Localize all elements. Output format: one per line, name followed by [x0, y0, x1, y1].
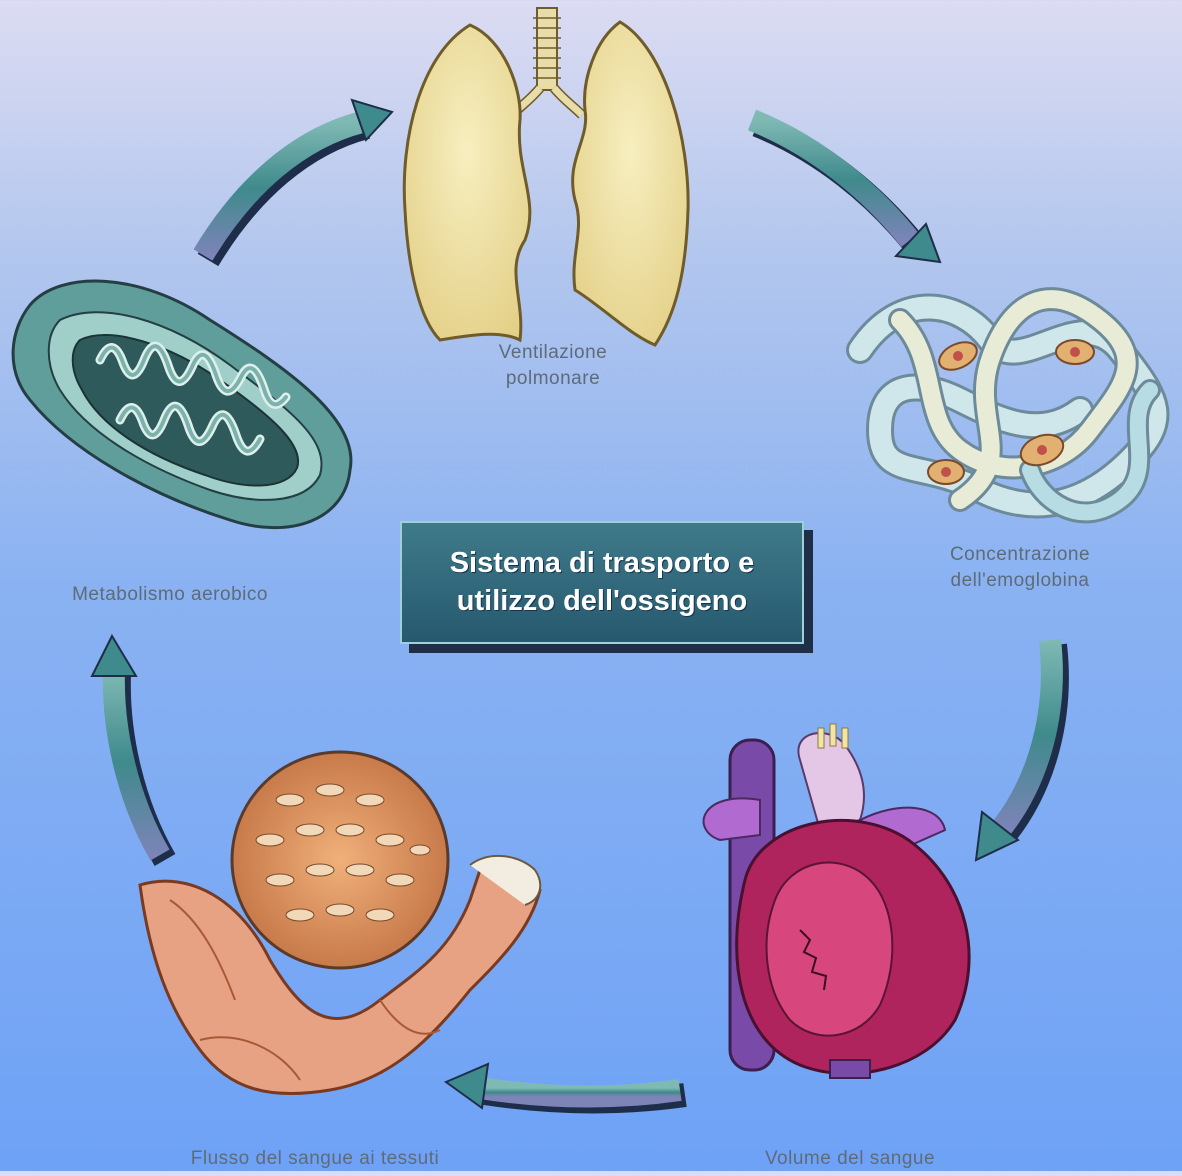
- label-heart: Volume del sangue: [700, 1146, 1000, 1172]
- arrow-hemoglobin-to-heart: [976, 640, 1057, 860]
- arrow-heart-to-muscle: [446, 1064, 685, 1108]
- heart-illustration: [704, 724, 969, 1078]
- label-mitochondrion: Metabolismo aerobico: [40, 582, 300, 608]
- label-muscle: Flusso del sangue ai tessuti: [120, 1146, 510, 1172]
- mitochondrion-illustration: [13, 281, 351, 528]
- label-lungs: Ventilazione polmonare: [455, 340, 651, 391]
- title-box: Sistema di trasporto e utilizzo dell'oss…: [400, 521, 804, 644]
- arrow-lungs-to-hemoglobin: [752, 120, 940, 262]
- label-hemoglobin: Concentrazione dell'emoglobina: [910, 542, 1130, 593]
- muscle-arm-illustration: [140, 752, 540, 1094]
- diagram-title: Sistema di trasporto e utilizzo dell'oss…: [450, 545, 755, 619]
- arrow-muscle-to-mitochondrion: [92, 636, 165, 860]
- lungs-illustration: [404, 8, 688, 345]
- arrow-mitochondrion-to-lungs: [203, 100, 392, 260]
- hemoglobin-illustration: [860, 299, 1155, 512]
